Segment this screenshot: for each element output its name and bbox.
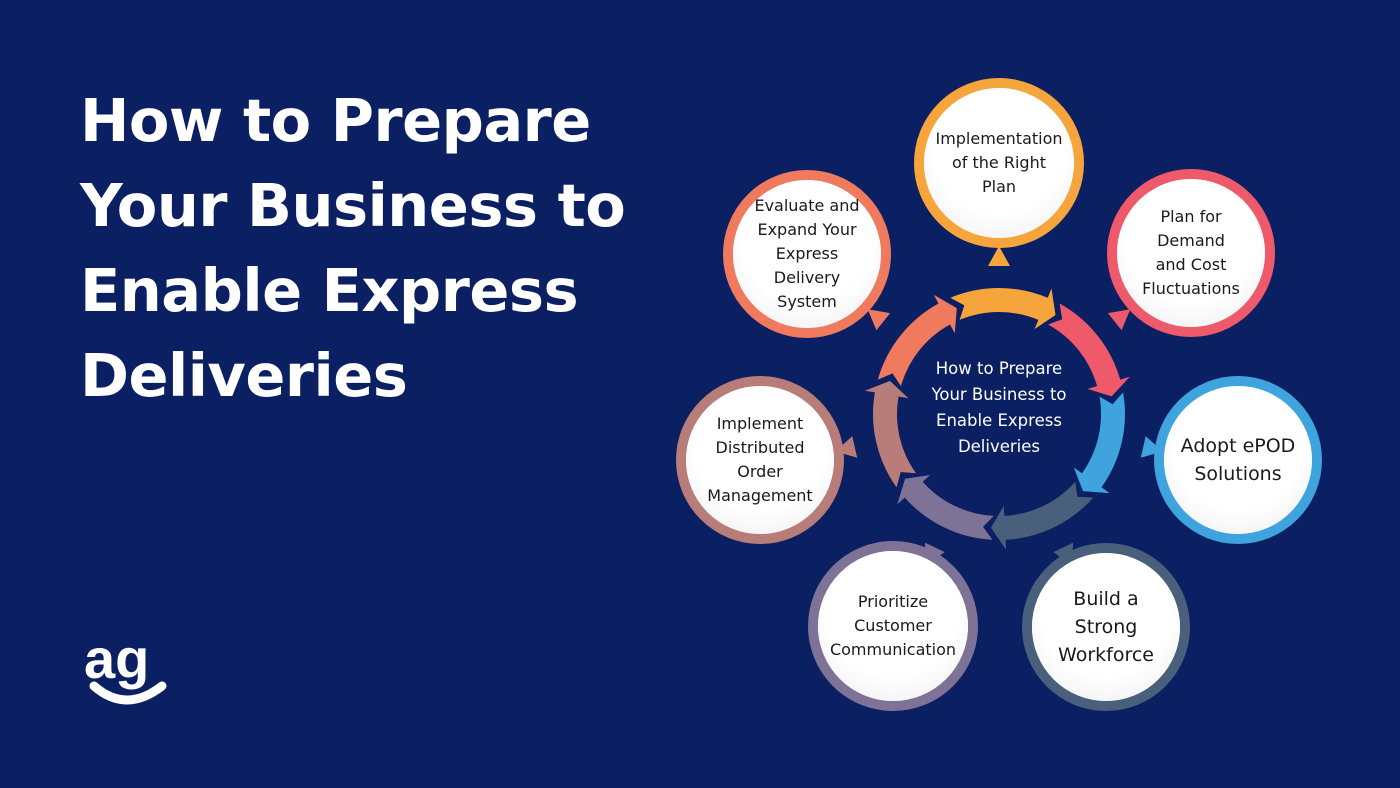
brand-logo: ag (84, 636, 167, 705)
ring-segment-workforce (991, 481, 1094, 550)
ring-segment-demand (1048, 303, 1130, 397)
node-label: Implementation of the Right Plan (935, 129, 1063, 196)
node-communication: Prioritize Customer Communication (808, 541, 978, 711)
center-label: How to Prepare Your Business to Enable E… (931, 359, 1067, 456)
title-line: Deliveries (80, 341, 408, 410)
ring-segment-order (865, 380, 916, 488)
node-demand: Plan for Demand and Cost Fluctuations (1107, 169, 1275, 337)
node-order: Implement Distributed Order Management (676, 376, 844, 544)
node-label: Plan for Demand and Cost Fluctuations (1142, 207, 1240, 298)
ring-segment-implementation (950, 288, 1056, 330)
ring-segment-epod (1073, 392, 1125, 494)
node-workforce: Build a Strong Workforce (1022, 543, 1190, 711)
pointer-implementation (988, 246, 1010, 266)
node-label: Implement Distributed Order Management (707, 414, 813, 505)
ring-segment-communication (897, 475, 994, 540)
node-evaluate: Evaluate and Expand Your Express Deliver… (723, 170, 891, 338)
title-line: How to Prepare (80, 86, 591, 155)
node-implementation: Implementation of the Right Plan (914, 78, 1084, 248)
node-label: Evaluate and Expand Your Express Deliver… (754, 196, 860, 311)
pointer-demand (1107, 309, 1131, 331)
node-label: Adopt ePOD Solutions (1180, 435, 1296, 485)
node-label: Build a Strong Workforce (1058, 588, 1154, 666)
logo-text: ag (84, 636, 149, 690)
title-line: Enable Express (80, 256, 579, 325)
node-epod: Adopt ePOD Solutions (1154, 376, 1322, 544)
node-label: Prioritize Customer Communication (829, 592, 957, 659)
title-line: Your Business to (80, 171, 626, 240)
cycle-ring (865, 288, 1130, 550)
pointer-evaluate (867, 309, 891, 331)
ring-segment-evaluate (877, 294, 957, 387)
smile-logo-icon (89, 681, 167, 705)
page-title: How to Prepare Your Business to Enable E… (80, 78, 626, 418)
